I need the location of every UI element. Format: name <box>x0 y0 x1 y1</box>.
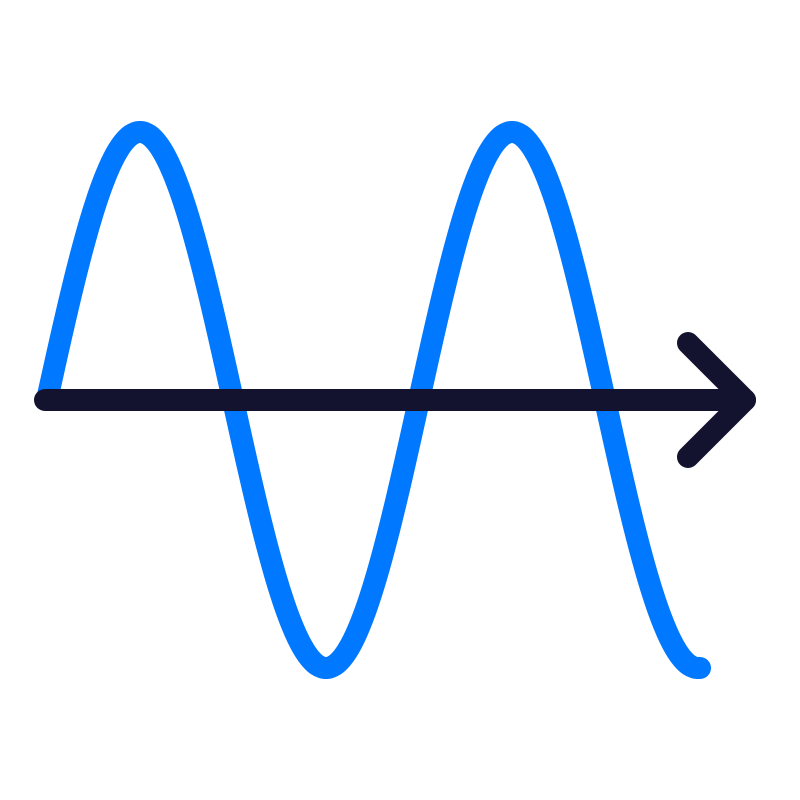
arrow-icon <box>34 332 756 468</box>
sine-wave <box>36 121 711 679</box>
arrow-head <box>677 332 756 468</box>
